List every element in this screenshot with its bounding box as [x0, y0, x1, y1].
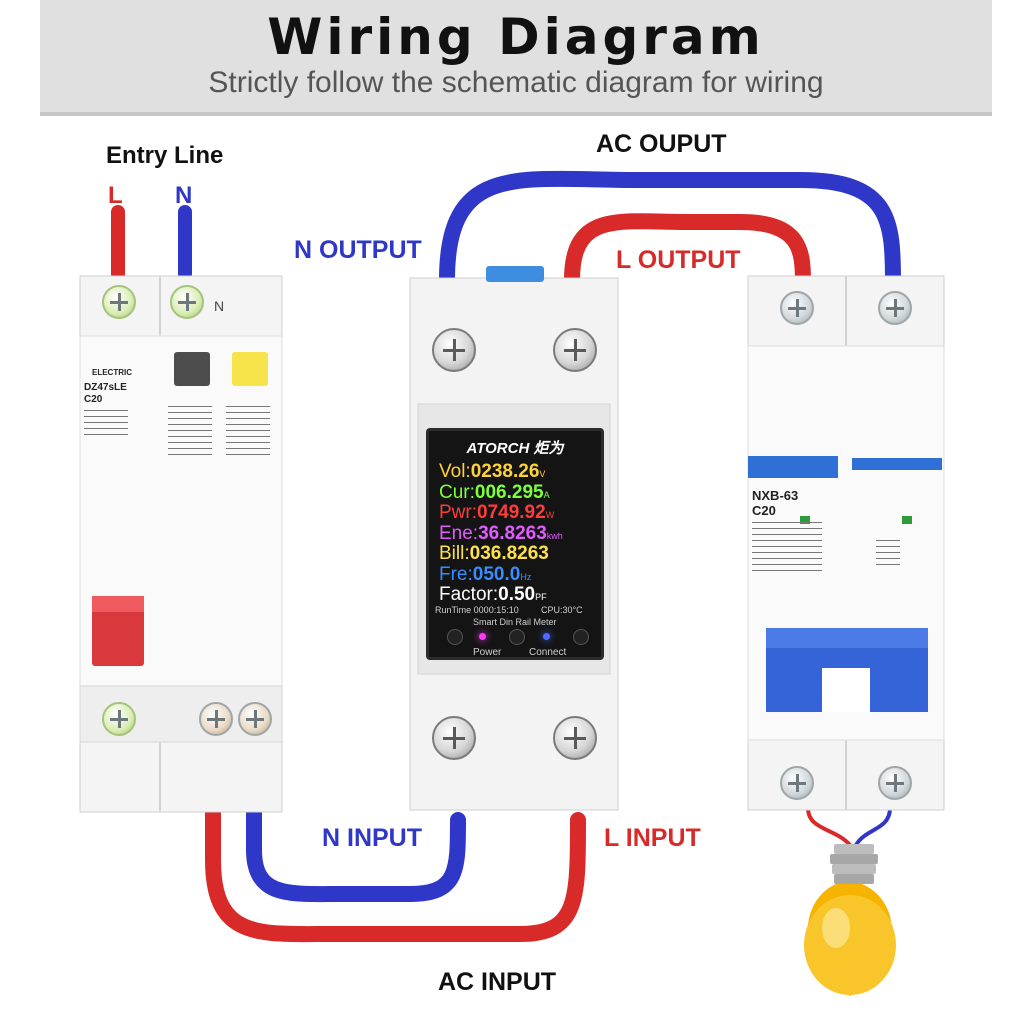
rcbo-diagram-text	[168, 406, 212, 456]
input-live-wire	[205, 720, 586, 943]
meter-reading-row: Factor:0.50PF	[439, 584, 547, 606]
meter-reading-row: Ene:36.8263kwh	[439, 523, 563, 545]
meter-reading-unit: kwh	[546, 530, 563, 541]
mcb-top-right-terminal	[878, 291, 912, 325]
lamp-live-wire	[806, 807, 852, 847]
meter-reading-row: Pwr:0749.92W	[439, 502, 554, 524]
meter-reading-value: 0749.92	[477, 502, 546, 523]
meter-reading-value: 0238.26	[470, 461, 540, 482]
rcbo-test-button-yellow	[232, 352, 268, 386]
rcbo-model: DZ47sLE	[84, 382, 127, 393]
mcb-top-left-terminal	[780, 291, 814, 325]
meter-reading-label: Ene:	[439, 522, 479, 544]
output-live-wire	[564, 213, 811, 290]
power-button[interactable]	[447, 629, 463, 645]
meter-reading-label: Factor:	[439, 584, 499, 605]
rcbo-lever	[92, 596, 144, 666]
meter-runtime: RunTime 0000:15:10	[435, 605, 519, 615]
ac-input-label: AC INPUT	[438, 968, 557, 996]
ac-output-label: AC OUPUT	[596, 130, 727, 158]
title-banner: Wiring Diagram Strictly follow the schem…	[40, 0, 992, 116]
meter-reading-row: Vol:0238.26V	[439, 461, 545, 483]
mcb-spec-text	[752, 522, 822, 572]
set-button[interactable]	[573, 629, 589, 645]
mcb-rating: C20	[752, 503, 776, 518]
meter-reading-value: 0.50	[498, 584, 536, 605]
light-bulb-icon	[804, 844, 896, 996]
meter-bottom-left-terminal	[432, 716, 476, 760]
rcbo-top-neutral-terminal	[170, 285, 204, 319]
meter-reading-label: Vol:	[439, 461, 471, 482]
rcbo-top-live-terminal	[102, 285, 136, 319]
page-subtitle: Strictly follow the schematic diagram fo…	[208, 66, 824, 99]
entry-live-label: L	[108, 182, 123, 209]
rcbo-test-button-dark	[174, 352, 210, 386]
entry-line-label: Entry Line	[106, 142, 224, 169]
mode-button[interactable]	[509, 629, 525, 645]
meter-cpu: CPU:30°C	[541, 605, 583, 615]
meter-reading-label: Fre:	[439, 563, 473, 585]
meter-reading-label: Cur:	[439, 481, 475, 503]
mcb-top-stripe	[748, 456, 838, 478]
meter-reading-row: Fre:050.0Hz	[439, 564, 531, 586]
meter-subtitle: Smart Din Rail Meter	[473, 617, 557, 627]
l-output-label: L OUTPUT	[616, 246, 741, 274]
output-neutral-wire	[439, 170, 901, 290]
connect-led	[543, 633, 550, 640]
mcb-trip-curve-text	[876, 540, 900, 570]
input-neutral-wire	[246, 720, 466, 903]
meter-reading-unit: A	[543, 489, 550, 500]
connect-label: Connect	[529, 647, 567, 658]
power-led	[479, 633, 486, 640]
rcbo-bottom-terminal	[102, 702, 136, 736]
meter-reading-label: Pwr:	[439, 502, 477, 523]
rcbo-n-mark: N	[214, 298, 225, 314]
meter-reading-unit: Hz	[520, 571, 532, 582]
meter-reading-row: Bill:036.8263	[439, 543, 549, 565]
meter-bottom-right-terminal	[553, 716, 597, 760]
mcb-model: NXB-63	[752, 488, 799, 503]
rcbo-brand: ELECTRIC	[92, 368, 132, 377]
power-label: Power	[473, 647, 502, 658]
rcbo-rating: C20	[84, 394, 103, 405]
meter-reading-value: 036.8263	[469, 543, 549, 564]
mcb-bottom-left-terminal	[780, 766, 814, 800]
entry-neutral-label: N	[175, 182, 193, 209]
rcbo-spec-text	[84, 410, 128, 440]
meter-top-right-terminal	[553, 328, 597, 372]
meter-reading-value: 36.8263	[478, 522, 547, 544]
meter-reading-value: 050.0	[472, 563, 521, 585]
meter-reading-unit: W	[545, 510, 555, 520]
meter-reading-unit: V	[539, 469, 546, 479]
meter-reading-row: Cur:006.295A	[439, 482, 550, 504]
rcbo-bottom-neutral-terminal	[238, 702, 272, 736]
mcb-bottom-right-terminal	[878, 766, 912, 800]
meter-reading-value: 006.295	[474, 481, 544, 503]
meter-top-left-terminal	[432, 328, 476, 372]
lamp-neutral-wire	[854, 807, 892, 847]
meter-reading-label: Bill:	[439, 543, 470, 564]
meter-reading-unit: PF	[535, 592, 547, 602]
n-input-label: N INPUT	[322, 824, 422, 852]
meter-brand: ATORCH 炬为	[466, 440, 564, 457]
l-input-label: L INPUT	[604, 824, 701, 852]
rcbo-rcbo-text	[226, 406, 270, 456]
n-output-label: N OUTPUT	[294, 236, 422, 264]
page-title: Wiring Diagram	[267, 8, 765, 66]
rcbo-bottom-live-terminal	[199, 702, 233, 736]
